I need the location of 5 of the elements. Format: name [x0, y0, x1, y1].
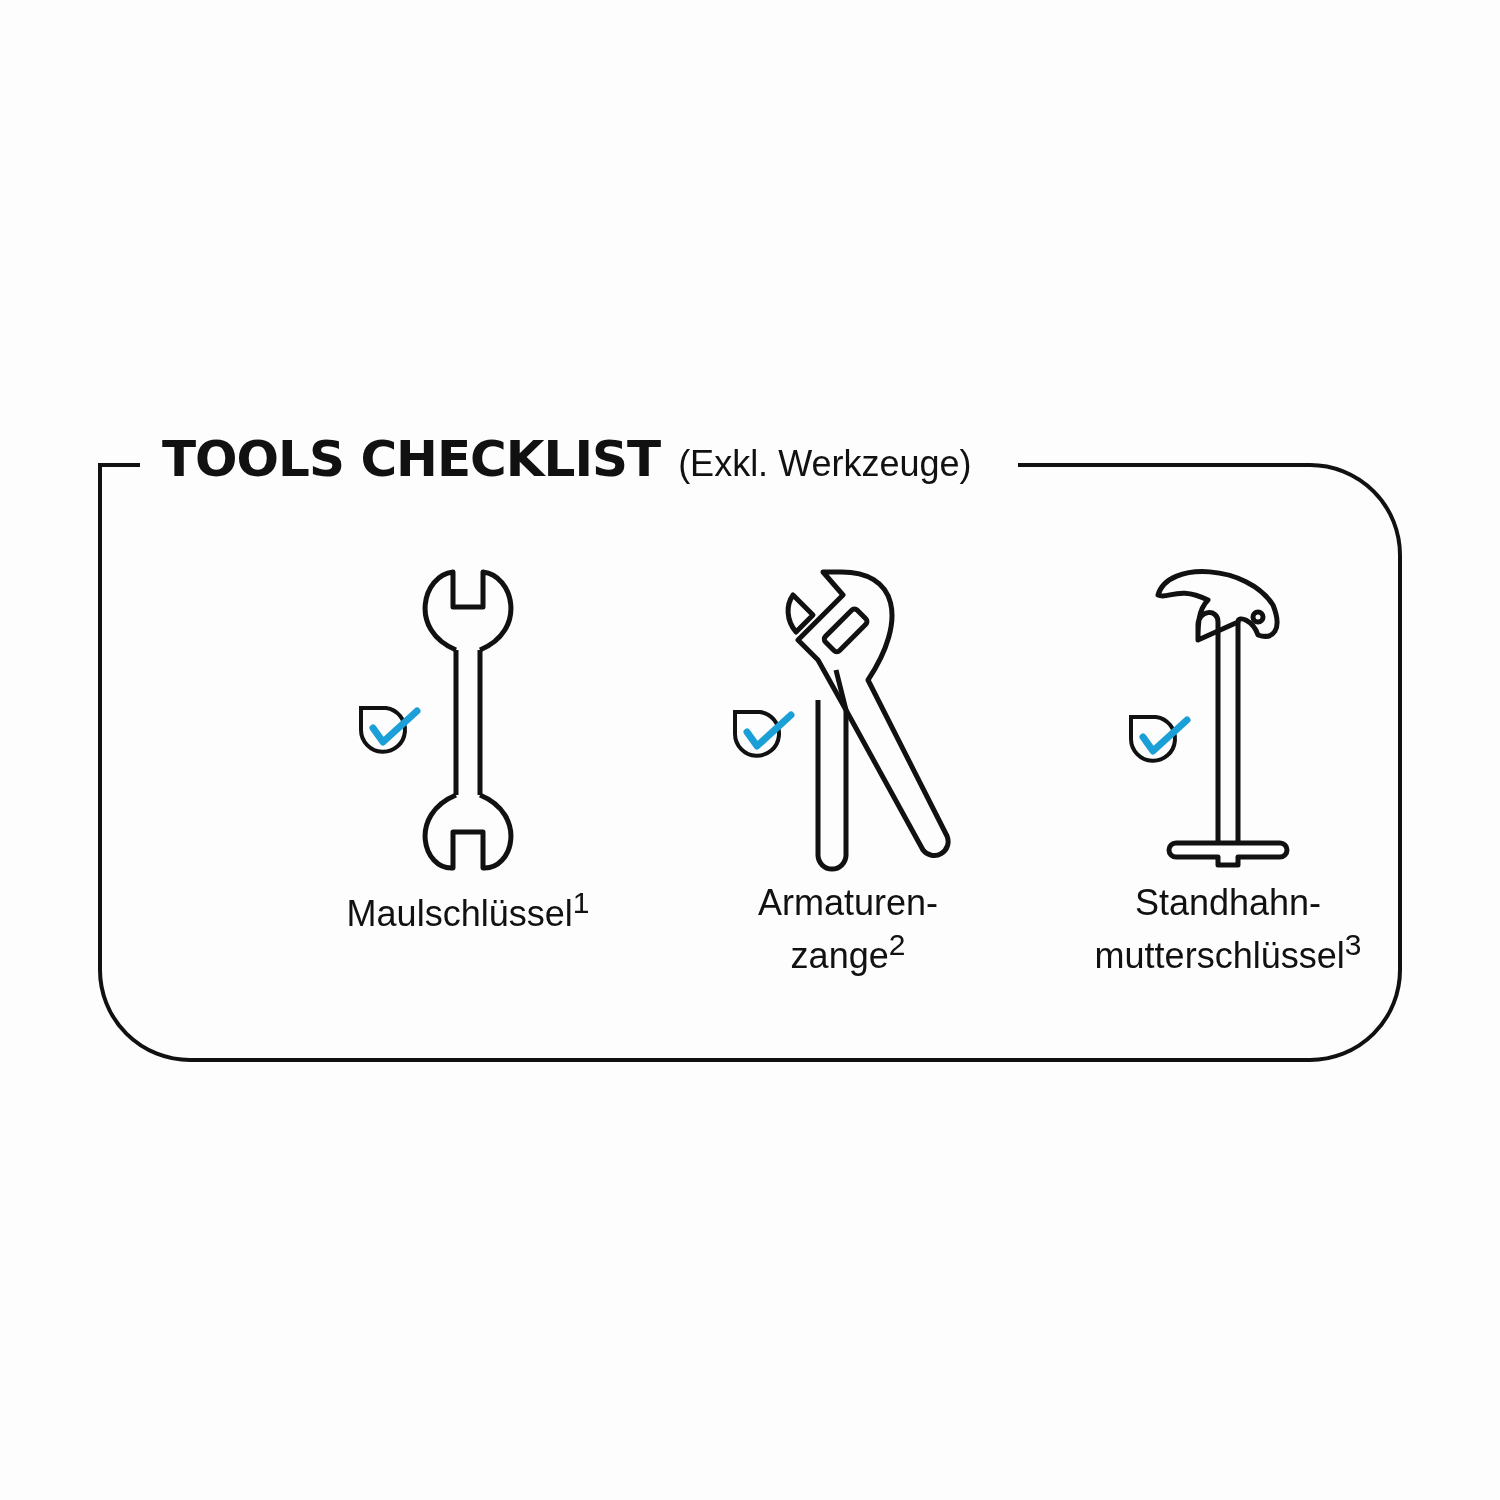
tool-name: Maulschlüssel$^{1}$: [345, 885, 591, 935]
tool-name: Armaturen- zange$^{2}$: [756, 882, 940, 977]
title-note: (Exkl. Werkzeuge): [678, 443, 972, 484]
tool-name: Standhahn- mutterschlüssel$^{3}$: [1093, 882, 1363, 977]
checklist-title: TOOLS CHECKLIST: [162, 430, 661, 488]
